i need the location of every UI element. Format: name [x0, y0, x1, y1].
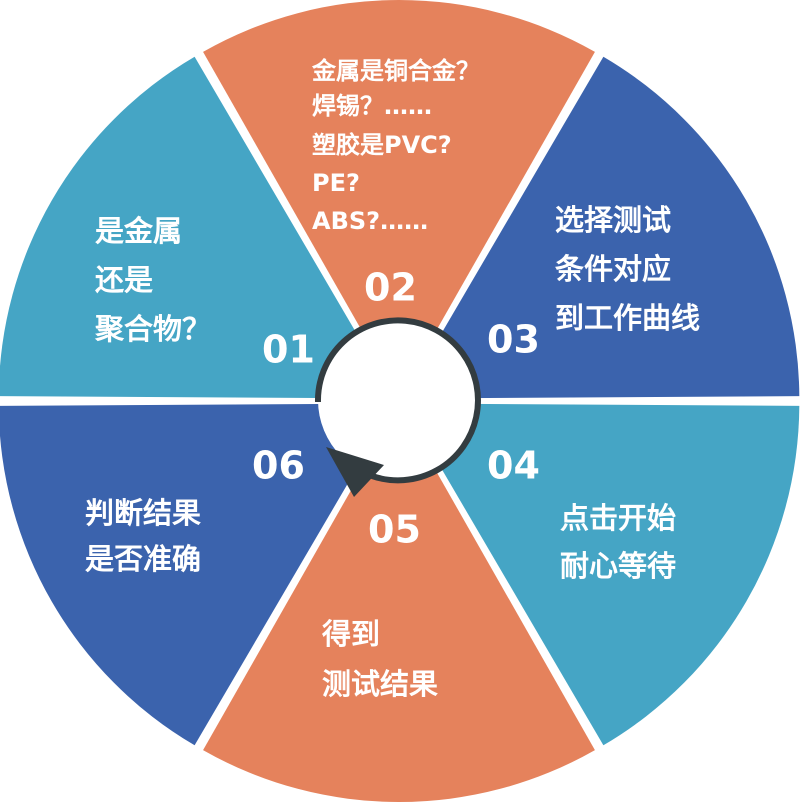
step-03-line: 选择测试 — [555, 203, 671, 237]
wedge-step-03 — [403, 56, 800, 399]
wedge-step-05 — [203, 406, 595, 802]
wedge-step-06 — [0, 403, 395, 746]
step-05-line: 得到 — [321, 617, 380, 651]
step-04-line: 点击开始 — [560, 501, 676, 535]
step-05-number: 05 — [368, 508, 421, 552]
step-06-number: 06 — [252, 444, 305, 488]
wedge-step-02 — [203, 0, 595, 396]
step-02-line: ABS?…… — [312, 207, 428, 235]
step-02-line: 焊锡？…… — [312, 92, 432, 120]
step-01-number: 01 — [262, 328, 315, 372]
wedge-step-01 — [0, 56, 395, 399]
step-04-number: 04 — [487, 444, 540, 488]
step-03-number: 03 — [487, 318, 540, 362]
step-03-line: 到工作曲线 — [555, 301, 700, 335]
step-01-line: 是金属 — [95, 214, 182, 248]
center-circle — [318, 320, 478, 480]
step-01-line: 还是 — [95, 263, 153, 297]
step-06-line: 是否准确 — [85, 542, 201, 576]
wedge-step-04 — [403, 403, 800, 746]
step-05-line: 测试结果 — [322, 667, 438, 701]
cycle-arrowhead-icon — [326, 447, 384, 497]
step-06-line: 判断结果 — [85, 496, 201, 530]
step-02-line: PE? — [312, 169, 360, 197]
step-02-line: 金属是铜合金？ — [311, 57, 480, 85]
step-02-number: 02 — [364, 266, 417, 310]
step-02-line: 塑胶是PVC? — [312, 131, 452, 159]
step-03-line: 条件对应 — [555, 252, 671, 286]
step-01-line: 聚合物？ — [94, 312, 211, 346]
step-04-line: 耐心等待 — [560, 549, 676, 583]
cycle-arrow-ring — [314, 317, 481, 484]
